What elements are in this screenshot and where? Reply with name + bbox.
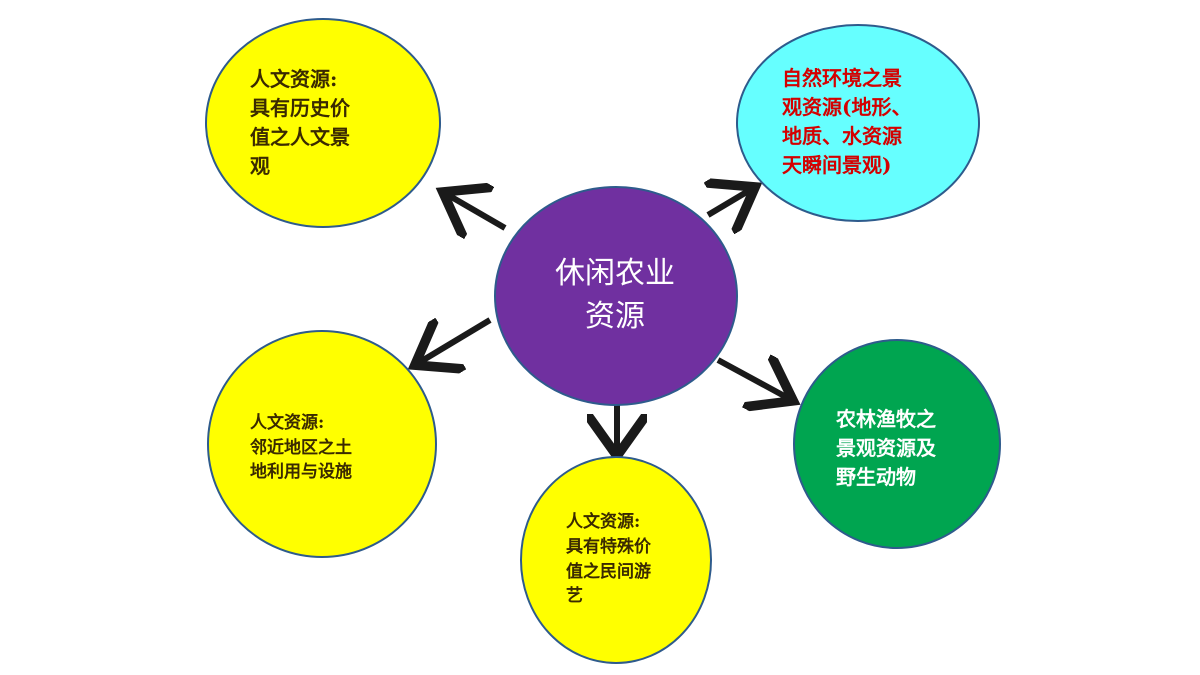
arrow-to-right <box>716 360 788 398</box>
node-bottom-circle <box>520 456 712 664</box>
arrow-to-top-left <box>448 195 507 228</box>
center-circle <box>494 186 738 406</box>
node-top-left-label: 人文资源: 具有历史价 值之人文景 观 <box>250 67 350 178</box>
node-right-label: 农林渔牧之 景观资源及 野生动物 <box>836 406 936 489</box>
center-label: 休闲农业 资源 <box>555 255 675 335</box>
node-right-circle <box>793 339 1001 549</box>
node-top-left-circle <box>205 18 441 228</box>
node-mid-left-circle <box>207 330 437 558</box>
node-bottom-label: 人文资源: 具有特殊价 值之民间游 艺 <box>566 512 651 607</box>
node-mid-left-label: 人文资源: 邻近地区之土 地利用与设施 <box>250 413 352 483</box>
node-top-right-circle <box>736 24 980 222</box>
arrow-to-mid-left <box>420 317 492 362</box>
node-top-right-label: 自然环境之景 观资源(地形、 地质、水资源 天瞬间景观) <box>782 66 912 177</box>
arrow-to-top-right <box>708 190 750 215</box>
